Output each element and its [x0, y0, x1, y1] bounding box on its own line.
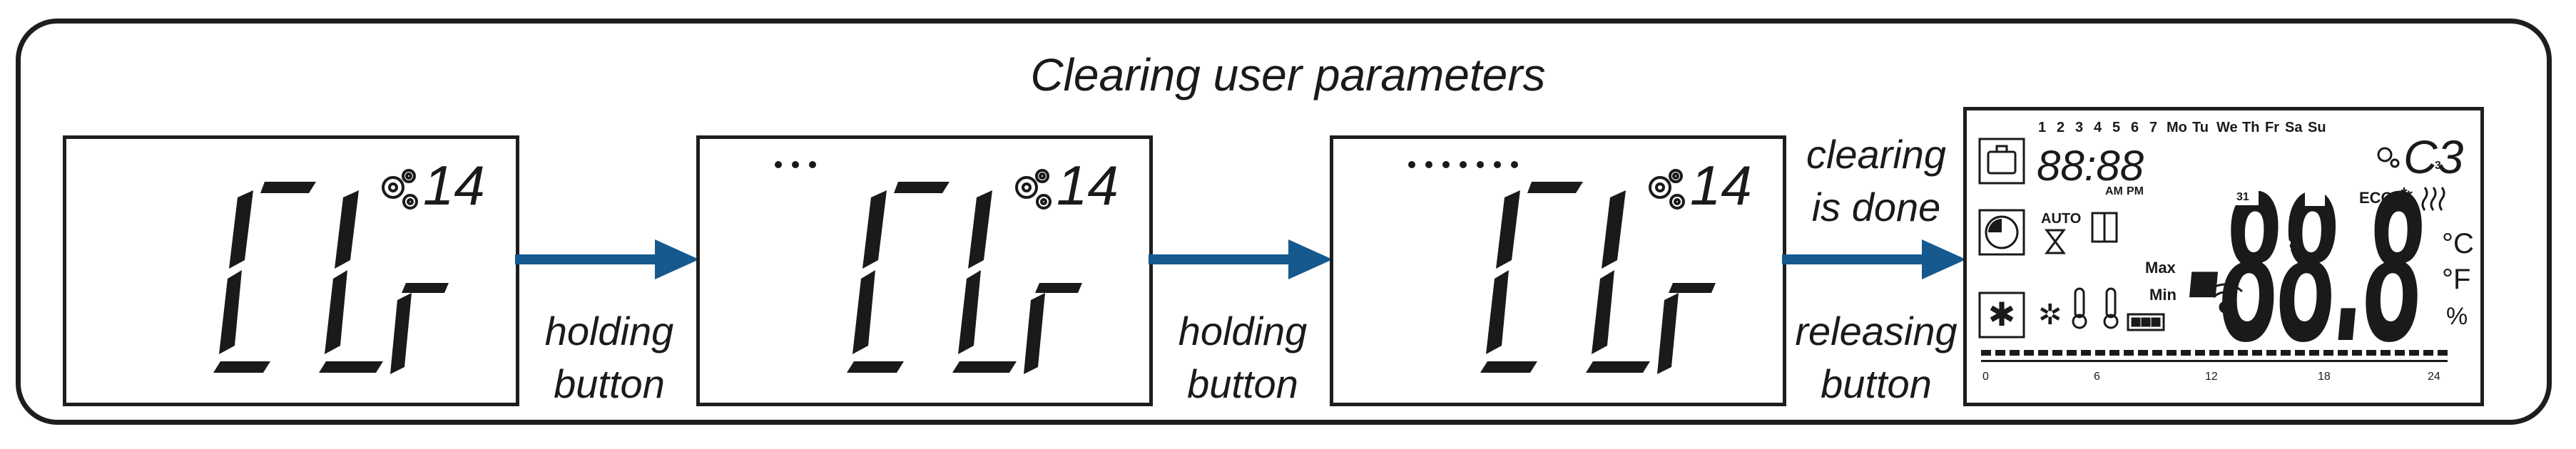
battery-icon: [2127, 313, 2165, 331]
param-number: 14: [423, 154, 485, 217]
day-names: Mo Tu We Th Fr Sa Su: [2167, 120, 2326, 135]
caption-line: releasing: [1795, 309, 1958, 353]
hour-tick: 18: [2318, 371, 2331, 383]
settings-gears-icon: [1015, 169, 1052, 210]
am-label: AM: [2105, 185, 2123, 197]
wireless-icon: [2206, 283, 2244, 314]
small-digit: 2: [2284, 238, 2291, 252]
day-number: 5: [2112, 120, 2120, 135]
briefcase-box: [1978, 138, 2025, 185]
arrow-1: [515, 239, 699, 279]
arrow-3: [1782, 239, 1966, 279]
hour-tick: 24: [2428, 371, 2440, 383]
hour-bar: [1981, 350, 2448, 362]
corner-digits: C3: [2403, 130, 2464, 183]
day-name: Th: [2242, 120, 2259, 135]
clr-digits: [213, 182, 449, 374]
caption-holding-2: holding button: [1154, 305, 1331, 411]
day-number: 4: [2094, 120, 2102, 135]
min-label: Min: [2149, 286, 2177, 304]
clock-box: [1978, 209, 2025, 256]
day-name: We: [2216, 120, 2238, 135]
clr-digits: [1480, 182, 1716, 374]
briefcase-icon: [1987, 145, 2017, 175]
caption-releasing: releasing button: [1788, 305, 1965, 411]
caption-holding-1: holding button: [521, 305, 698, 411]
progress-dots: [775, 161, 816, 168]
param-number: 14: [1690, 154, 1752, 217]
caption-line: is done: [1811, 185, 1941, 229]
frost-box: [1978, 291, 2025, 339]
progress-dots: [1408, 161, 1518, 168]
eco-label: ECO: [2359, 189, 2393, 207]
caption-line: holding: [1178, 309, 1308, 353]
hour-tick: 6: [2094, 371, 2100, 383]
caption-line: holding: [544, 309, 674, 353]
hour-ticks: 0 6 12 18 24: [1982, 371, 2440, 383]
day-name: Tu: [2192, 120, 2209, 135]
day-numbers: 1 2 3 4 5 6 7: [2038, 120, 2157, 135]
clock-digits: 88:88: [2037, 142, 2144, 190]
settings-gears-icon: [2377, 147, 2400, 168]
day-number: 7: [2149, 120, 2157, 135]
day-name: Fr: [2265, 120, 2279, 135]
calendar-day: 31: [2236, 191, 2249, 203]
unit-celsius: °C: [2442, 228, 2474, 259]
corner-small-digit: 3: [2435, 160, 2441, 172]
hour-tick: 12: [2205, 371, 2218, 383]
pm-label: PM: [2127, 185, 2144, 197]
outer-frame: [16, 19, 2552, 425]
day-number: 2: [2057, 120, 2065, 135]
hour-tick: 0: [1982, 371, 1989, 383]
caption-line: button: [1821, 361, 1932, 406]
arrow-2: [1149, 239, 1333, 279]
day-number: 6: [2131, 120, 2139, 135]
max-label: Max: [2145, 259, 2177, 277]
settings-gears-icon: [382, 169, 418, 210]
day-number: 3: [2075, 120, 2083, 135]
main-value: -88.8: [2186, 146, 2423, 386]
heating-icon: [2421, 187, 2445, 211]
caption-line: button: [1187, 361, 1298, 406]
day-name: Mo: [2167, 120, 2187, 135]
param-number: 14: [1057, 154, 1119, 217]
thermometer-icon: [2072, 287, 2119, 329]
lock-icon: [2305, 175, 2325, 206]
full-lcd-display: ✱ 1 2 3 4 5 6 7 Mo Tu We Th Fr Sa Su 88:…: [1963, 107, 2484, 406]
lcd-screen-step-2: 14: [696, 135, 1153, 406]
settings-gears-icon: [1649, 169, 1685, 210]
lcd-screen-step-3: 14: [1330, 135, 1786, 406]
caption-clearing-done: clearing is done: [1788, 128, 1965, 234]
snowflake-small-icon: ✲: [2038, 299, 2062, 331]
auto-label: AUTO: [2041, 211, 2081, 227]
window-open-icon: [2091, 212, 2118, 243]
caption-line: clearing: [1806, 132, 1947, 177]
day-number: 1: [2038, 120, 2046, 135]
day-name: Sa: [2285, 120, 2303, 135]
diagram-title: Clearing user parameters: [1030, 49, 1546, 100]
lcd-screen-step-1: 14: [63, 135, 519, 406]
day-name: Su: [2308, 120, 2326, 135]
unit-percent: %: [2446, 303, 2468, 330]
cooling-snowflake-icon: ❄: [2393, 182, 2415, 212]
clock-icon: [1985, 215, 2019, 249]
caption-line: button: [554, 361, 665, 406]
calendar-icon: 31: [2230, 180, 2259, 205]
clr-digits: [847, 182, 1082, 374]
unit-fahrenheit: °F: [2442, 264, 2470, 295]
hourglass-icon: [2045, 229, 2066, 254]
snowflake-icon: ✱: [1988, 296, 2016, 333]
